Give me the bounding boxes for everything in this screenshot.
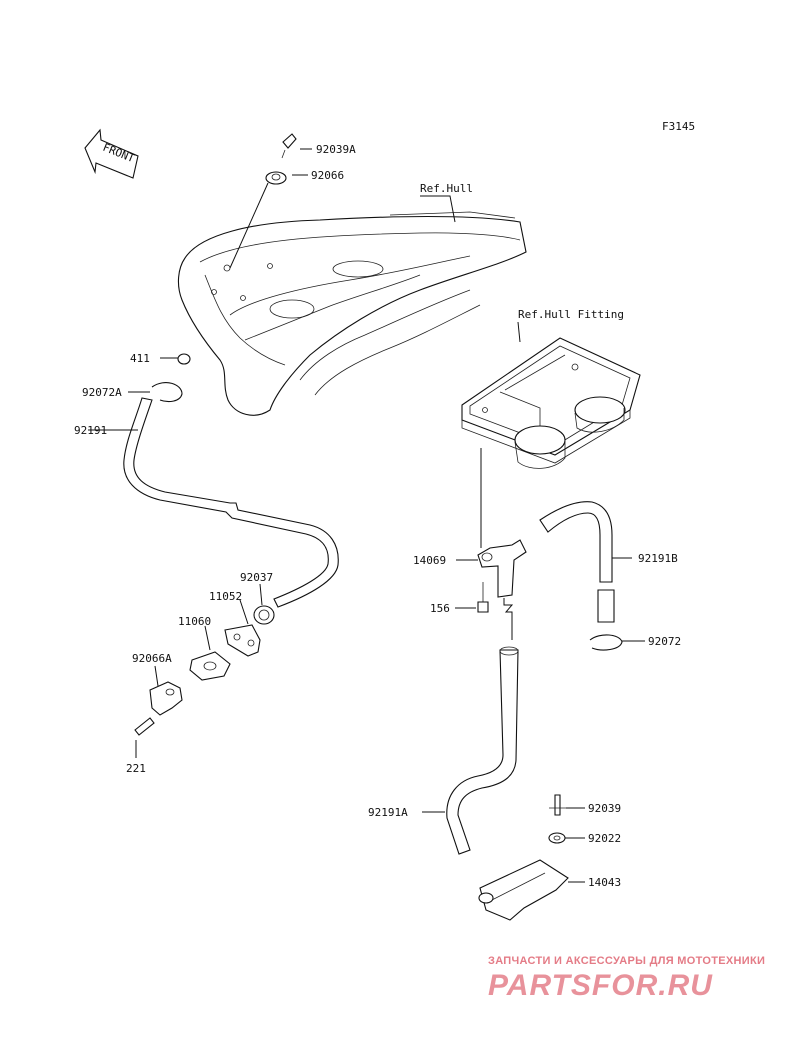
part-11060-gasket-icon <box>189 651 231 681</box>
part-92066-grommet-icon <box>265 171 287 185</box>
label-ref-hull: Ref.Hull <box>420 182 473 195</box>
label-92072A: 92072A <box>82 386 122 399</box>
label-92191B: 92191B <box>638 552 678 565</box>
label-156: 156 <box>430 602 450 615</box>
label-92191A: 92191A <box>368 806 408 819</box>
label-92022: 92022 <box>588 832 621 845</box>
label-ref-hull-fitting: Ref.Hull Fitting <box>518 308 624 321</box>
hull-fitting-drawing <box>461 337 641 469</box>
part-92039-screw-icon <box>549 794 566 816</box>
label-221: 221 <box>126 762 146 775</box>
part-92039A-screw-icon <box>281 133 297 159</box>
label-411: 411 <box>130 352 150 365</box>
part-411-nut-icon <box>177 353 191 365</box>
watermark-tagline: ЗАПЧАСТИ И АКСЕССУАРЫ ДЛЯ МОТОТЕХНИКИ <box>488 955 765 967</box>
label-11052: 11052 <box>209 590 242 603</box>
part-92022-washer-icon <box>548 832 566 844</box>
label-92037: 92037 <box>240 571 273 584</box>
part-92191-hose-icon <box>123 397 339 608</box>
part-14043-bracket-icon <box>478 859 569 921</box>
label-92066: 92066 <box>311 169 344 182</box>
part-11052-fitting-icon <box>224 624 261 657</box>
part-92191A-hose-icon <box>446 646 519 855</box>
part-92072A-clip-icon <box>151 382 183 403</box>
label-92066A: 92066A <box>132 652 172 665</box>
label-92072: 92072 <box>648 635 681 648</box>
part-221-screw-icon <box>134 717 155 736</box>
front-arrow-icon: FRONT <box>84 128 139 179</box>
part-92191B-hose-icon <box>539 501 615 623</box>
label-11060: 11060 <box>178 615 211 628</box>
part-14069-elbow-icon <box>477 539 527 598</box>
label-92191: 92191 <box>74 424 107 437</box>
label-92039A: 92039A <box>316 143 356 156</box>
watermark-logo: PARTSFOR.RU <box>488 969 713 1002</box>
label-14043: 14043 <box>588 876 621 889</box>
part-92066A-grommet-icon <box>149 681 183 716</box>
label-92039: 92039 <box>588 802 621 815</box>
label-14069: 14069 <box>413 554 446 567</box>
hull-drawing <box>177 211 527 416</box>
part-92037-clamp-icon <box>253 605 275 625</box>
figure-code: F3145 <box>662 120 695 133</box>
part-92072-clip-icon <box>589 634 623 651</box>
part-156-bolt-icon <box>477 582 489 613</box>
